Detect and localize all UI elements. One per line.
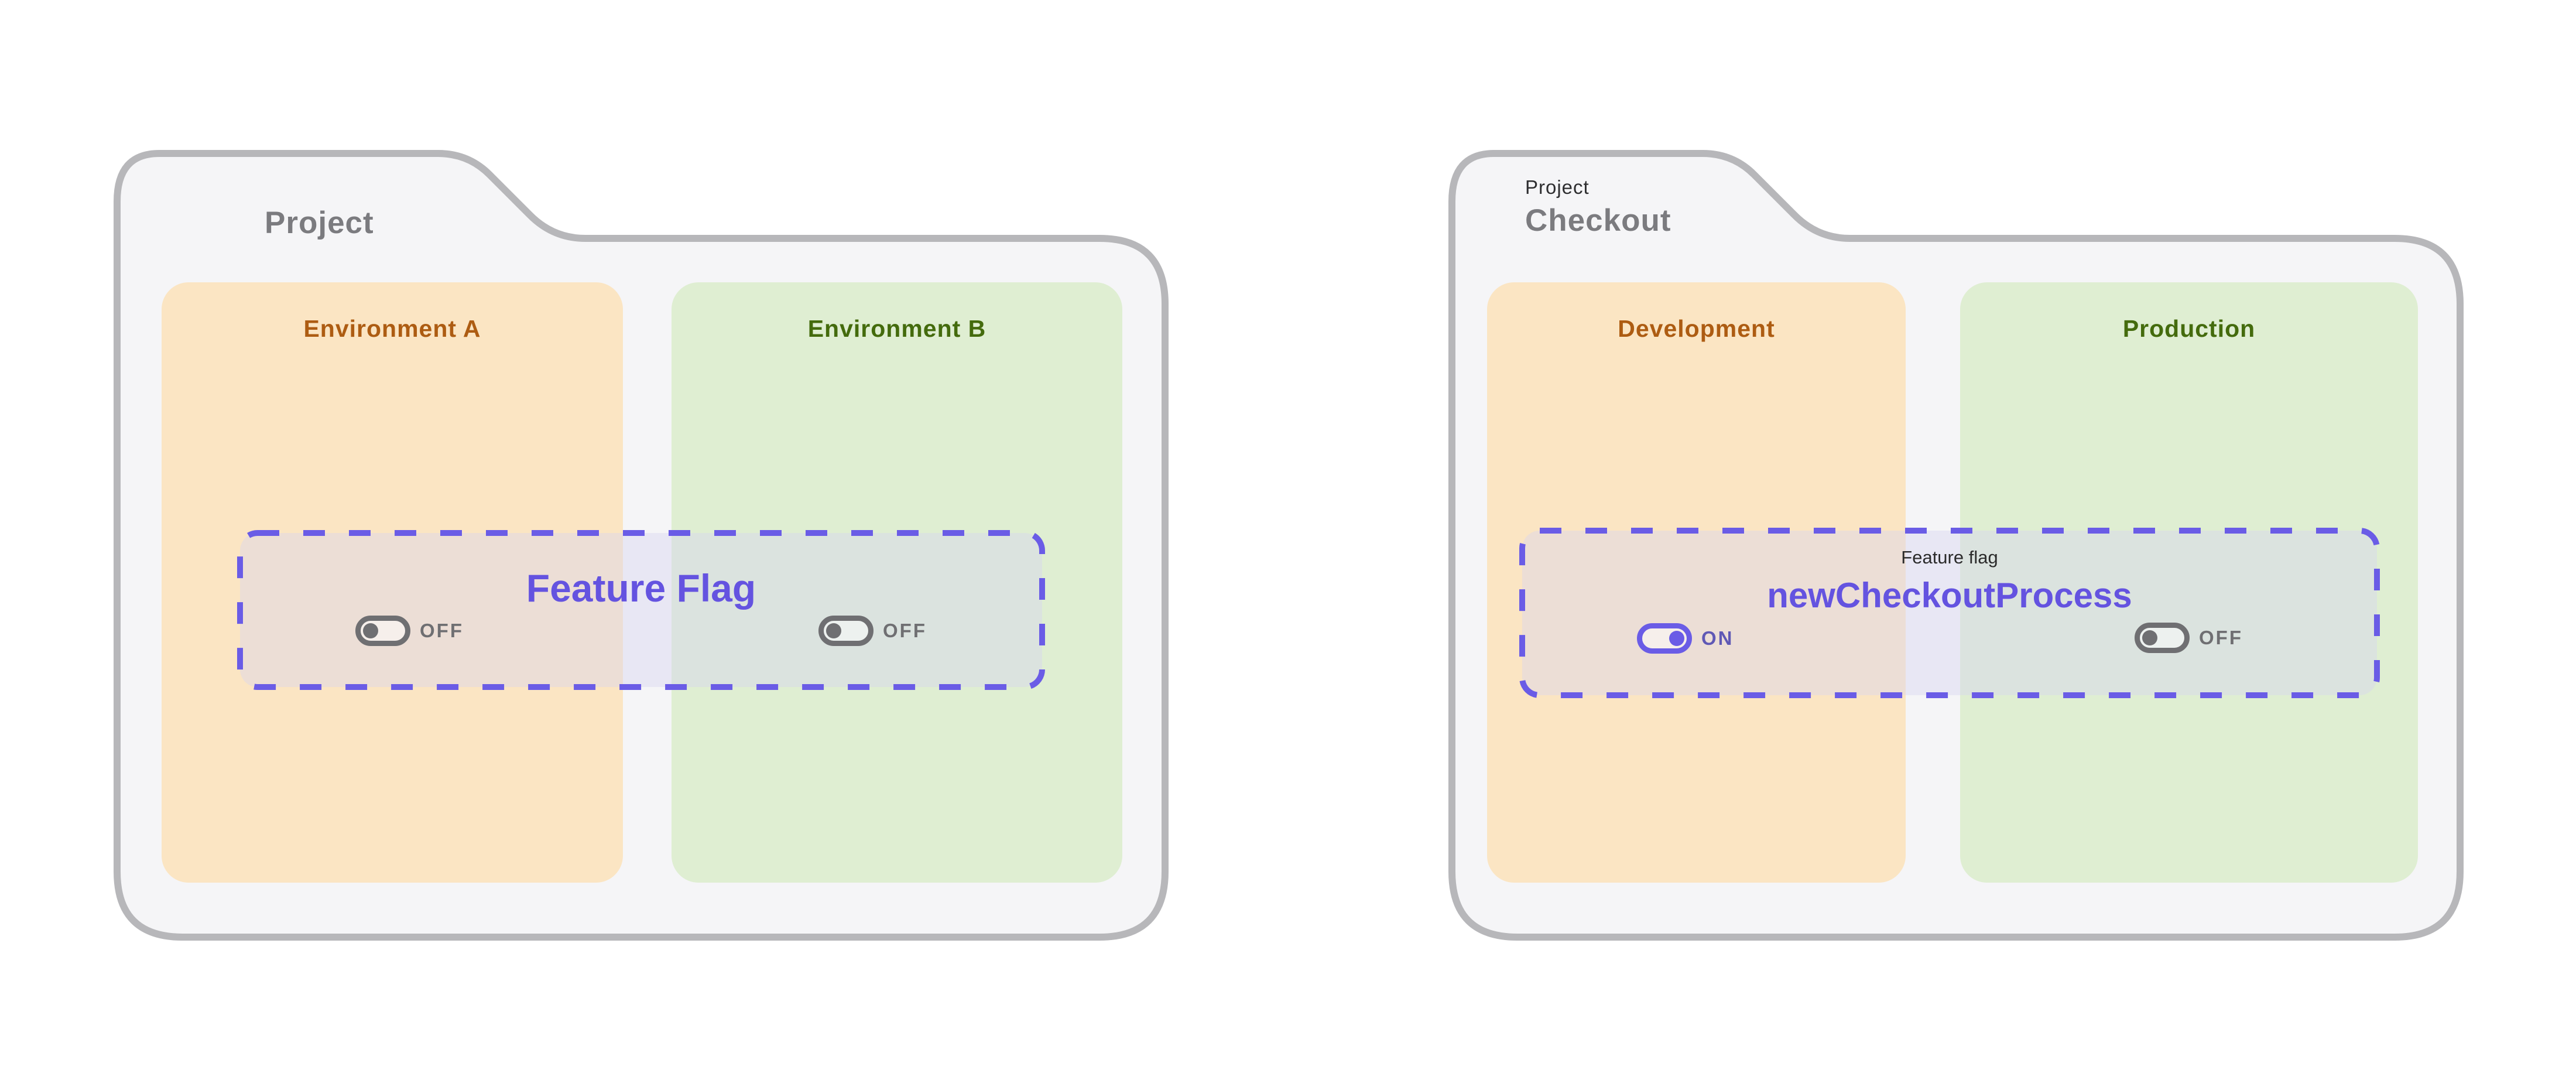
feature-flag-box-left bbox=[237, 530, 1045, 690]
production-label: Production bbox=[2122, 315, 2256, 342]
feature-flag-eyebrow-right: Feature flag bbox=[1901, 547, 1998, 568]
toggle-knob bbox=[826, 623, 841, 638]
development-label: Development bbox=[1618, 315, 1775, 342]
folder-right-eyebrow: Project bbox=[1525, 176, 1590, 198]
environment-b-label: Environment B bbox=[807, 315, 986, 342]
toggle-switch-environment-b[interactable] bbox=[818, 616, 873, 646]
toggle-label-development: ON bbox=[1701, 627, 1734, 649]
feature-flag-box-right bbox=[1519, 528, 2380, 698]
feature-flag-title-left: Feature Flag bbox=[526, 566, 756, 610]
folder-right-title: Checkout bbox=[1525, 203, 1671, 238]
toggle-switch-development[interactable] bbox=[1637, 623, 1692, 654]
environment-box-development: Development bbox=[1487, 282, 1906, 883]
toggle-group-production: OFF bbox=[2135, 623, 2243, 653]
feature-flag-title-right: newCheckoutProcess bbox=[1767, 576, 2132, 615]
environment-box-b: Environment B bbox=[672, 282, 1122, 883]
toggle-group-environment-b: OFF bbox=[818, 616, 927, 646]
toggle-knob bbox=[1669, 631, 1684, 646]
toggle-switch-environment-a[interactable] bbox=[355, 616, 410, 646]
toggle-knob bbox=[363, 623, 378, 638]
toggle-switch-production[interactable] bbox=[2135, 623, 2190, 653]
toggle-label-environment-a: OFF bbox=[420, 620, 464, 641]
toggle-knob bbox=[2142, 630, 2157, 645]
toggle-group-development: ON bbox=[1637, 623, 1734, 654]
environment-a-label: Environment A bbox=[303, 315, 481, 342]
folder-left-title: Project bbox=[265, 206, 374, 240]
toggle-group-environment-a: OFF bbox=[355, 616, 464, 646]
environment-box-production: Production bbox=[1960, 282, 2418, 883]
toggle-label-environment-b: OFF bbox=[883, 620, 927, 641]
environment-box-a: Environment A bbox=[162, 282, 623, 883]
toggle-label-production: OFF bbox=[2199, 627, 2243, 648]
